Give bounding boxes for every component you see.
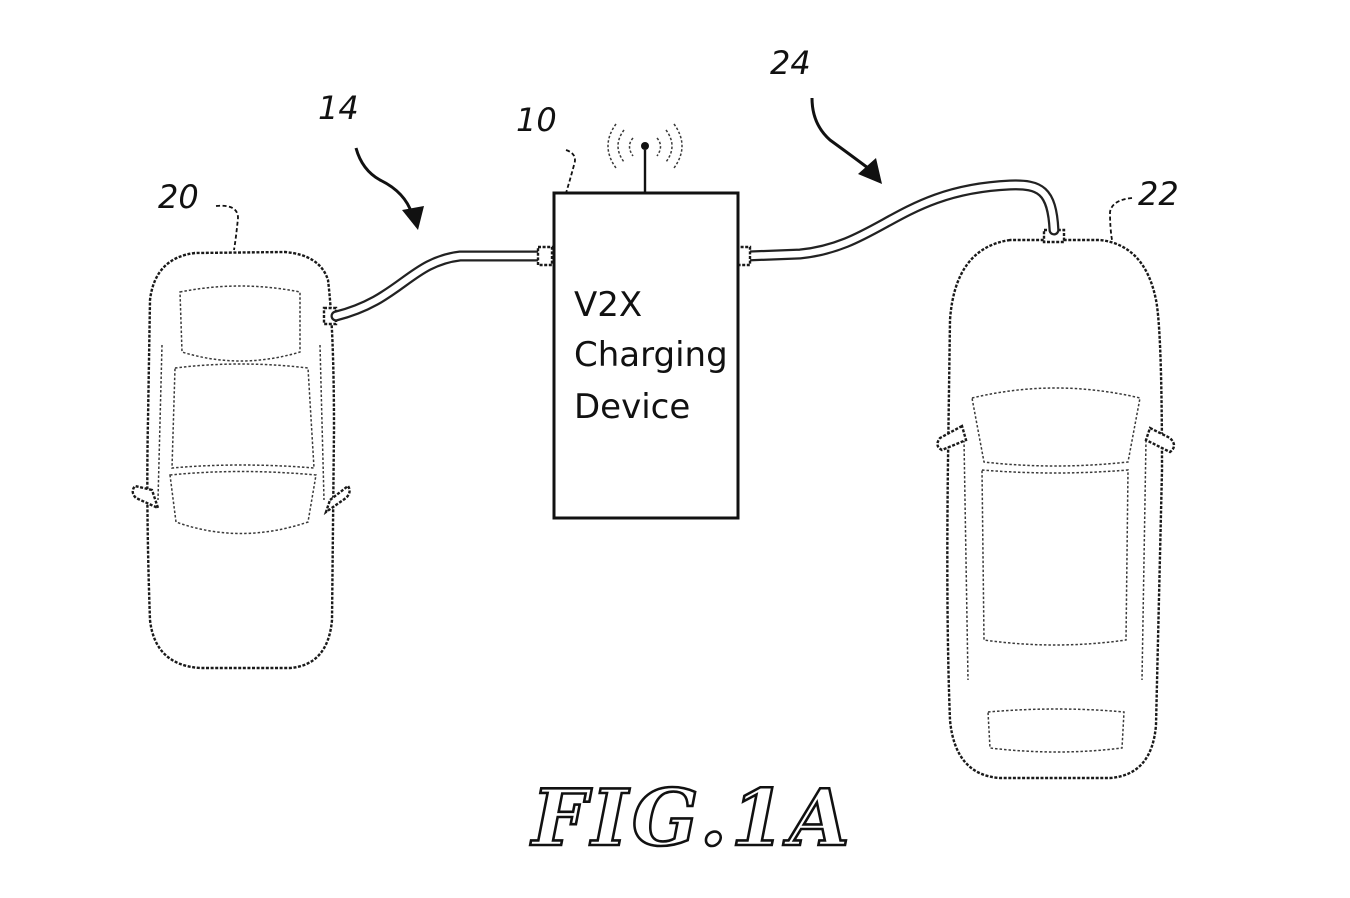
leader-10 (565, 149, 576, 194)
ref-numeral-10: 10 (516, 101, 557, 139)
leader-22 (1109, 197, 1133, 241)
antenna-icon (607, 123, 683, 193)
ref-numeral-24: 24 (770, 44, 811, 82)
cable-left (330, 245, 554, 322)
ref-numeral-20: 20 (158, 178, 199, 216)
device-label-line-1: V2X (574, 285, 642, 325)
ref-numeral-22: 22 (1138, 175, 1179, 213)
figure-title: FIG.1A (530, 773, 854, 864)
vehicle-right (936, 228, 1176, 780)
vehicle-left (131, 250, 351, 670)
arrow-14 (354, 147, 424, 230)
ref-numeral-14: 14 (318, 89, 359, 127)
arrow-24 (810, 97, 882, 184)
charging-device: V2X Charging Device (552, 191, 740, 520)
device-label-line-3: Device (574, 387, 690, 427)
device-label-line-2: Charging (574, 335, 728, 375)
leader-20 (215, 204, 239, 251)
